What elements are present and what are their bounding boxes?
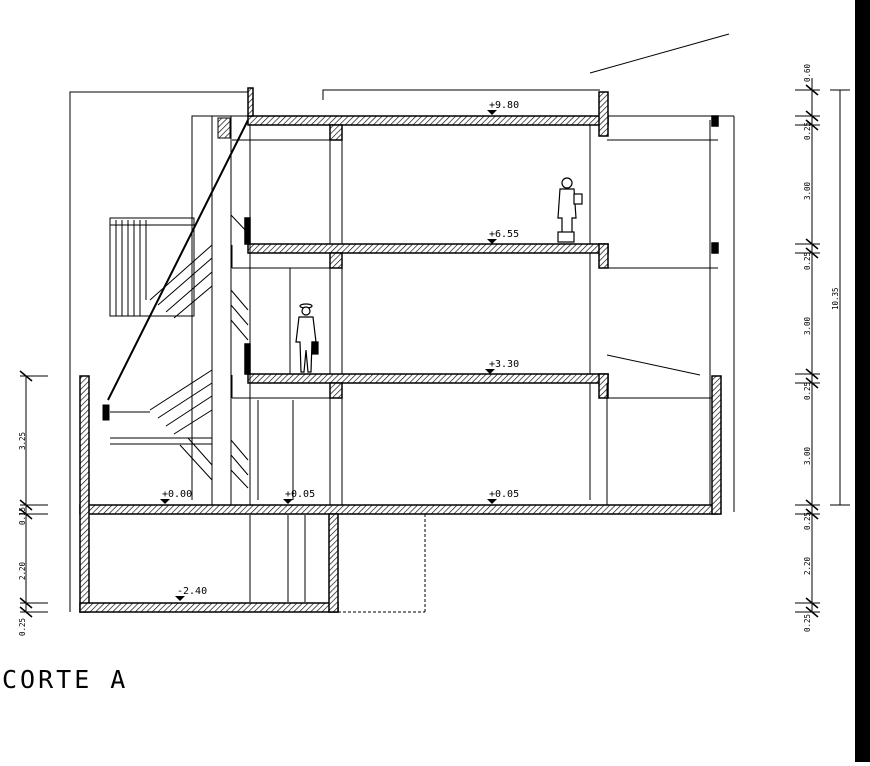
dashed-lines xyxy=(338,514,426,613)
left-wall xyxy=(79,375,90,613)
dim-right-8: 0.25 xyxy=(803,512,812,530)
dim-right-total: 10.35 xyxy=(831,287,840,310)
level-third: +6.55 xyxy=(489,229,519,240)
person-figure-upper xyxy=(557,177,583,243)
level-basement: -2.40 xyxy=(177,586,207,597)
interior-walls xyxy=(231,125,608,505)
dim-left-3: 2.20 xyxy=(18,561,27,580)
ground-slab xyxy=(79,504,719,515)
level-second: +3.30 xyxy=(489,359,519,370)
structure xyxy=(79,87,722,613)
left-parapet xyxy=(247,87,254,117)
stair-railing xyxy=(110,220,194,316)
roof-slab xyxy=(247,115,609,126)
level-ground-mid: +0.05 xyxy=(285,489,315,500)
level-ground-left: +0.00 xyxy=(162,489,192,500)
section-svg: +9.80 +6.55 +3.30 +0.00 +0.05 +0.05 -2.4… xyxy=(2,33,850,694)
level-roof: +9.80 xyxy=(489,100,519,111)
dim-right-5: 3.00 xyxy=(803,316,812,335)
outline-lines xyxy=(69,33,735,612)
right-ground-wall xyxy=(711,375,722,515)
basement-right-wall xyxy=(328,513,339,613)
roof-parapet xyxy=(598,91,609,137)
level-ground-right: +0.05 xyxy=(489,489,519,500)
dim-right-4: 0.25 xyxy=(803,252,812,270)
section-drawing: +9.80 +6.55 +3.30 +0.00 +0.05 +0.05 -2.4… xyxy=(2,33,850,694)
dim-right-7: 3.00 xyxy=(803,446,812,465)
beam-roof xyxy=(329,124,343,141)
dim-left-1: 3.25 xyxy=(18,432,27,450)
drawing-title: CORTE A xyxy=(2,665,128,694)
dim-right-3: 3.00 xyxy=(803,181,812,200)
dim-right-9: 2.20 xyxy=(803,556,812,575)
dim-right-10: 0.25 xyxy=(803,614,812,632)
right-edge-bar xyxy=(855,0,870,762)
right-dimension-ticks xyxy=(805,84,819,618)
beam-second xyxy=(329,382,343,399)
left-dimension-lines xyxy=(20,375,48,613)
person-figure-lower xyxy=(295,303,319,373)
dim-left-4: 0.25 xyxy=(18,618,27,636)
dim-left-2: 0.15 xyxy=(18,507,27,525)
left-dimension-ticks xyxy=(19,370,33,618)
stair-tower xyxy=(102,116,249,505)
dim-right-6: 0.25 xyxy=(803,382,812,400)
right-dimension-lines xyxy=(795,78,850,613)
beam-third xyxy=(329,252,343,269)
second-floor-slab xyxy=(247,373,609,384)
level-markers xyxy=(160,110,497,601)
dim-right-2: 0.25 xyxy=(803,122,812,140)
dim-right-1: 0.60 xyxy=(803,63,812,82)
basement-slab xyxy=(79,602,339,613)
third-floor-slab xyxy=(247,243,609,254)
